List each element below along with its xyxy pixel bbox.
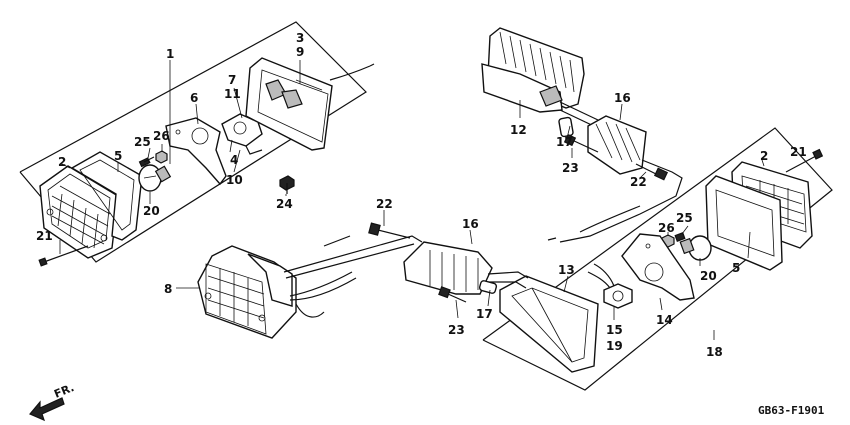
callouts: 1 2 5 25 26 20 6 7 11 3 9 4 10 21 24 12 …	[36, 31, 807, 359]
callout-25-left: 25	[134, 135, 151, 149]
callout-21-left: 21	[36, 229, 53, 243]
collar-17-center	[478, 280, 498, 294]
callout-20-left: 20	[143, 204, 160, 218]
socket-plate	[165, 117, 227, 186]
rear-winker-12	[481, 27, 599, 129]
callout-17-center: 17	[476, 307, 493, 321]
callout-16-top: 16	[614, 91, 631, 105]
callout-12: 12	[510, 123, 527, 137]
callout-24: 24	[276, 197, 293, 211]
bulb-left	[138, 164, 172, 192]
callout-22-center: 22	[376, 197, 393, 211]
callout-17-top: 17	[556, 135, 573, 149]
lens-gasket-left	[70, 151, 143, 241]
callout-7: 7	[228, 73, 236, 87]
bulb-socket	[221, 113, 263, 155]
leader-lines	[59, 60, 765, 340]
bulb-right	[679, 235, 712, 261]
callout-25-right: 25	[676, 211, 693, 225]
front-arrow-icon	[29, 397, 65, 422]
long-screw-right	[785, 148, 824, 173]
callout-21-right: 21	[790, 145, 807, 159]
callout-5-left: 5	[114, 149, 122, 163]
callout-16-center: 16	[462, 217, 479, 231]
callout-22-top: 22	[630, 175, 647, 189]
callout-15: 15	[606, 323, 623, 337]
callout-20-right: 20	[700, 269, 717, 283]
rubber-mount-16-center	[403, 241, 529, 295]
rubber-mount-16-top	[547, 115, 683, 243]
long-screw-left	[38, 245, 89, 267]
callout-2-right: 2	[760, 149, 768, 163]
callout-11: 11	[224, 87, 241, 101]
screw-23-top	[563, 133, 599, 153]
front-direction-label: FR.	[52, 381, 76, 401]
front-winker-housing	[245, 57, 375, 151]
rear-winker-housing	[499, 275, 599, 373]
callout-26-right: 26	[658, 221, 675, 235]
callout-19: 19	[606, 339, 623, 353]
bulb-socket-right	[587, 263, 633, 309]
callout-23-center: 23	[448, 323, 465, 337]
callout-6: 6	[190, 91, 198, 105]
callout-26-left: 26	[153, 129, 170, 143]
front-direction-indicator: FR.	[29, 381, 76, 422]
callout-8: 8	[164, 282, 172, 296]
callout-3: 3	[296, 31, 304, 45]
screw-and-nut-left	[138, 150, 168, 168]
screw-23-center	[438, 286, 467, 303]
callout-5-right: 5	[732, 261, 740, 275]
callout-23-top: 23	[562, 161, 579, 175]
callout-10: 10	[226, 173, 243, 187]
callout-4: 4	[230, 153, 238, 167]
collar-17-top	[558, 116, 574, 138]
right-assembly-frame	[482, 127, 833, 391]
front-winker-8	[197, 235, 423, 339]
front-lens-left	[39, 165, 119, 259]
callout-1: 1	[166, 47, 174, 61]
callout-14: 14	[656, 313, 673, 327]
bolt-22-center	[368, 222, 411, 239]
bolt-22-top	[635, 163, 669, 181]
socket-plate-right	[621, 233, 695, 301]
bolt-24	[279, 175, 295, 194]
callout-9: 9	[296, 45, 304, 59]
callout-13: 13	[558, 263, 575, 277]
callout-18: 18	[706, 345, 723, 359]
callout-2-left: 2	[58, 155, 66, 169]
drawing-code: GB63-F1901	[758, 404, 825, 417]
